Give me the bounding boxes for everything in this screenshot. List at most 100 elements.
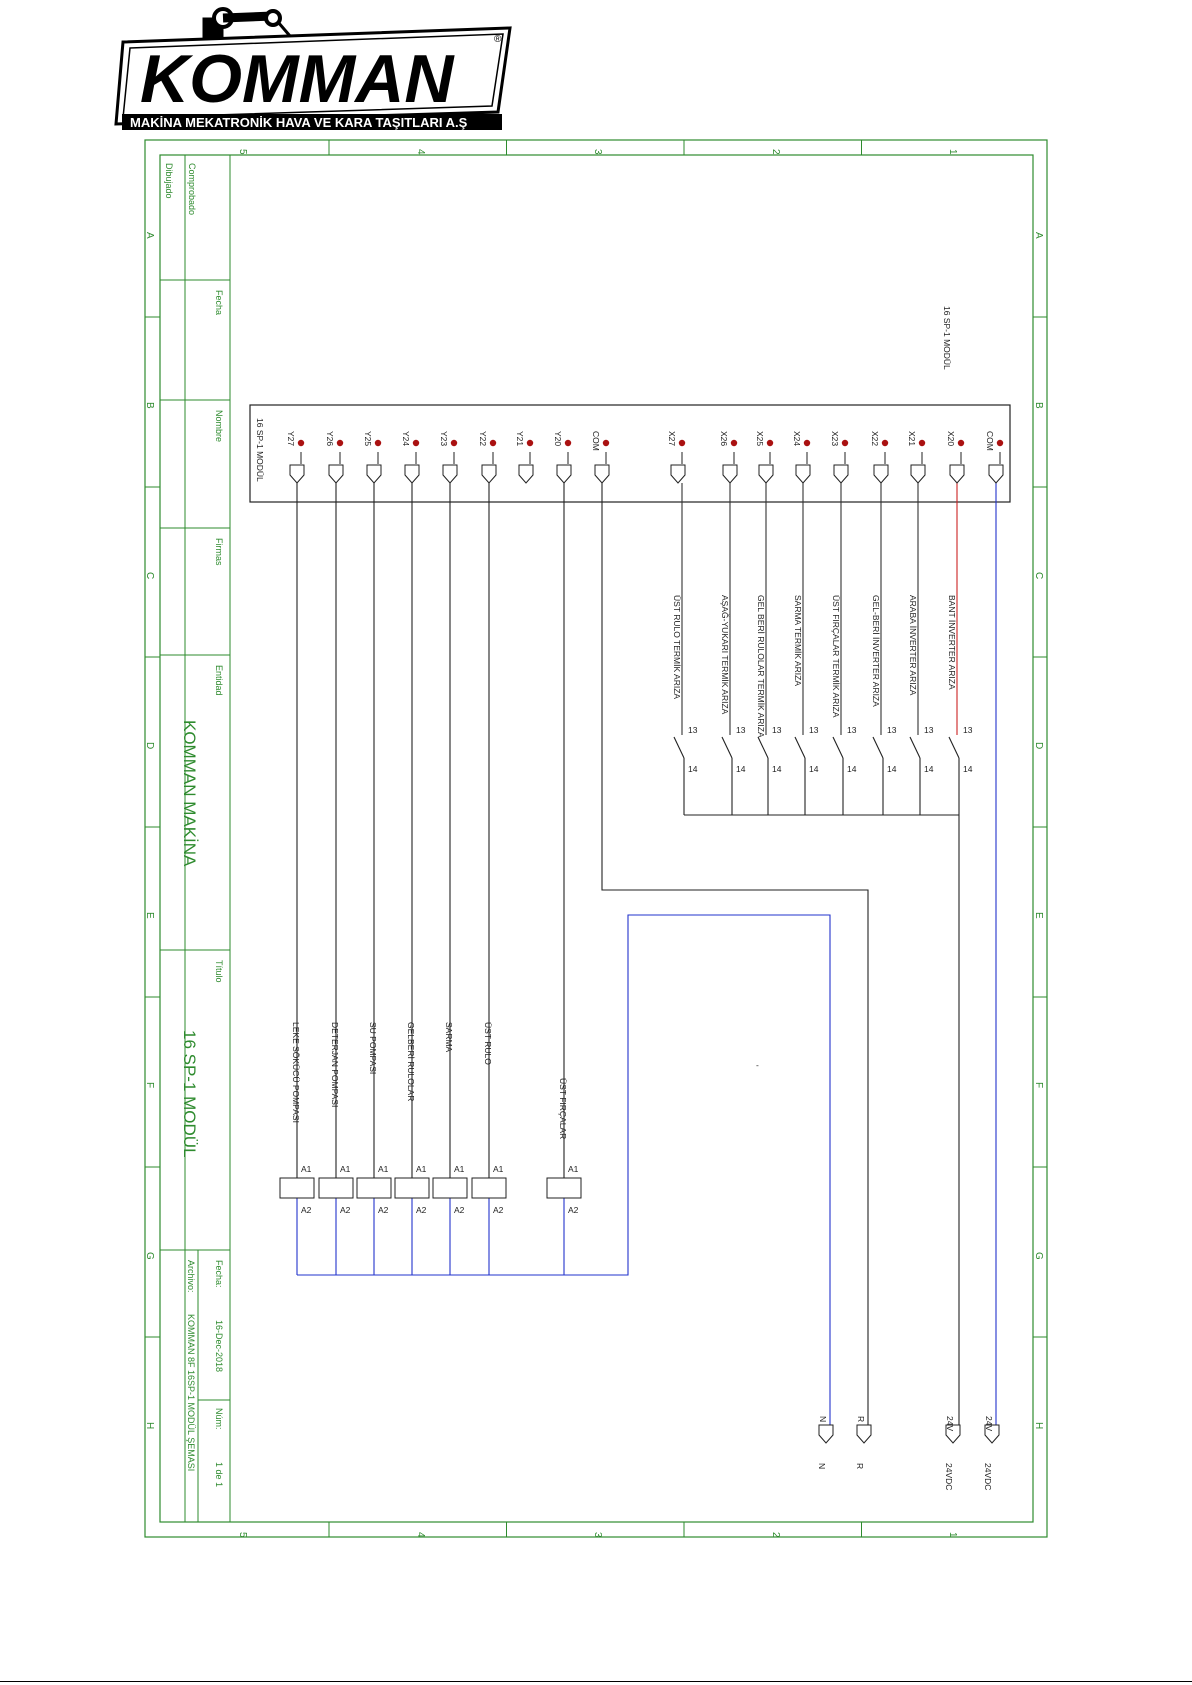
coil-label-a1: A1 [378, 1164, 389, 1174]
input-function-label: BANT İNVERTER ARIZA [947, 595, 957, 690]
contact-label-13: 13 [809, 725, 819, 735]
coil-label-a2: A2 [378, 1205, 389, 1215]
contact-blade [872, 736, 884, 759]
input-pin-connector [670, 464, 686, 484]
contact-blade [794, 736, 806, 759]
terminal-name: 24VDC [944, 1463, 954, 1490]
frame-row-label-left: D [144, 742, 155, 749]
contact-label-14: 14 [847, 764, 857, 774]
terminal-tag: 24V [984, 1416, 994, 1431]
input-function-label: GEL-BERİ İNVERTER ARIZA [871, 595, 881, 707]
coil-label-a2: A2 [493, 1205, 504, 1215]
titulo-value: 16 SP-1 MODÜL [180, 1030, 199, 1158]
frame-row-label-right: B [1033, 402, 1044, 409]
contact-label-13: 13 [963, 725, 973, 735]
contact-label-14: 14 [809, 764, 819, 774]
input-function-label: ÜST RULO TERMİK ARIZA [672, 595, 682, 699]
frame-col-label-top: 4 [415, 149, 426, 155]
coil-label-a1: A1 [416, 1164, 427, 1174]
terminal-name: 24VDC [983, 1463, 993, 1490]
frame-row-label-left: C [144, 572, 155, 579]
terminal-connector [818, 1424, 834, 1444]
input-pin-dot [678, 439, 686, 447]
output-pin-label: Y20 [553, 431, 563, 446]
num-label: Núm: [214, 1408, 224, 1430]
archivo-label: Archivo: [186, 1260, 196, 1293]
input-pin-connector [758, 464, 774, 484]
output-pin-dot [564, 439, 572, 447]
frame-col-label-bottom: 4 [415, 1532, 426, 1538]
frame-row-label-left: A [144, 232, 155, 239]
contact-blade [909, 736, 921, 759]
frame-row-label-right: G [1033, 1252, 1044, 1260]
relay-function-label: SU POMPASI [368, 1022, 378, 1074]
entidad-value: KOMMAN MAKİNA [180, 720, 199, 867]
logo-tagline: MAKİNA MEKATRONİK HAVA VE KARA TAŞITLARI… [130, 115, 468, 130]
frame-row-label-left: F [144, 1082, 155, 1088]
input-pin-connector [949, 464, 965, 484]
relay-function-label: LEKE SÖKÜCÜ POMPASI [291, 1022, 301, 1123]
relay-function-label: GELBERİ RULOLAR [406, 1022, 416, 1101]
output-pin-label: Y23 [439, 431, 449, 446]
output-pin-label: Y26 [325, 431, 335, 446]
output-pin-connector [289, 464, 305, 484]
terminal-tag: N [818, 1416, 828, 1422]
coil-label-a2: A2 [568, 1205, 579, 1215]
input-function-label: ÜST FIRÇALAR TERMİK ARIZA [831, 595, 841, 718]
terminal-name: N [817, 1463, 827, 1469]
input-pin-dot [803, 439, 811, 447]
contact-blade [757, 736, 769, 759]
contact-label-14: 14 [924, 764, 934, 774]
input-pin-connector [873, 464, 889, 484]
input-function-label: ARABA İNVERTER ARIZA [908, 595, 918, 696]
coil-label-a1: A1 [493, 1164, 504, 1174]
frame-row-label-left: B [144, 402, 155, 409]
output-pin-connector [404, 464, 420, 484]
coil-label-a1: A1 [454, 1164, 465, 1174]
titulo-label: Título [214, 960, 224, 983]
contact-label-13: 13 [924, 725, 934, 735]
frame-row-label-left: E [144, 912, 155, 919]
contact-label-14: 14 [963, 764, 973, 774]
terminal-tag: 24V [945, 1416, 955, 1431]
output-pin-connector [518, 464, 534, 484]
relay-function-label: DETERJAN POMPASI [330, 1022, 340, 1107]
input-function-label: SARMA TERMİK ARIZA [793, 595, 803, 686]
terminal-connector [945, 1424, 961, 1444]
input-pin-connector [795, 464, 811, 484]
input-pin-label: X21 [907, 431, 917, 446]
input-pin-dot [766, 439, 774, 447]
coil-label-a1: A1 [301, 1164, 312, 1174]
relay-function-label: ÜST FIRÇALAR [558, 1078, 568, 1139]
terminal-connector [984, 1424, 1000, 1444]
frame-col-label-top: 5 [237, 149, 248, 155]
contact-label-14: 14 [688, 764, 698, 774]
output-pin-connector [594, 464, 610, 484]
frame-col-label-top: 3 [592, 149, 603, 155]
module-title: 16 SP-1 MODÜL [255, 418, 265, 482]
frame-col-label-bottom: 2 [770, 1532, 781, 1538]
frame-row-label-right: C [1033, 572, 1044, 579]
contact-label-13: 13 [772, 725, 782, 735]
terminal-tag: R [856, 1416, 866, 1422]
coil-label-a2: A2 [416, 1205, 427, 1215]
input-pin-label: X25 [755, 431, 765, 446]
coil-label-a2: A2 [301, 1205, 312, 1215]
output-pin-label: Y21 [515, 431, 525, 446]
terminal-connector [856, 1424, 872, 1444]
frame-col-label-top: 2 [770, 149, 781, 155]
contact-blade [948, 736, 960, 759]
relay-coil [356, 1177, 392, 1199]
contact-label-13: 13 [688, 725, 698, 735]
input-pin-connector [722, 464, 738, 484]
neutral-return-wire [297, 914, 831, 1425]
coil-label-a2: A2 [340, 1205, 351, 1215]
input-pin-label: X23 [830, 431, 840, 446]
output-pin-dot [297, 439, 305, 447]
entidad-label: Entidad [214, 665, 224, 696]
output-pin-label: Y27 [286, 431, 296, 446]
input-pin-dot [841, 439, 849, 447]
title-block [160, 155, 231, 1522]
relay-coil [394, 1177, 430, 1199]
contact-label-14: 14 [736, 764, 746, 774]
